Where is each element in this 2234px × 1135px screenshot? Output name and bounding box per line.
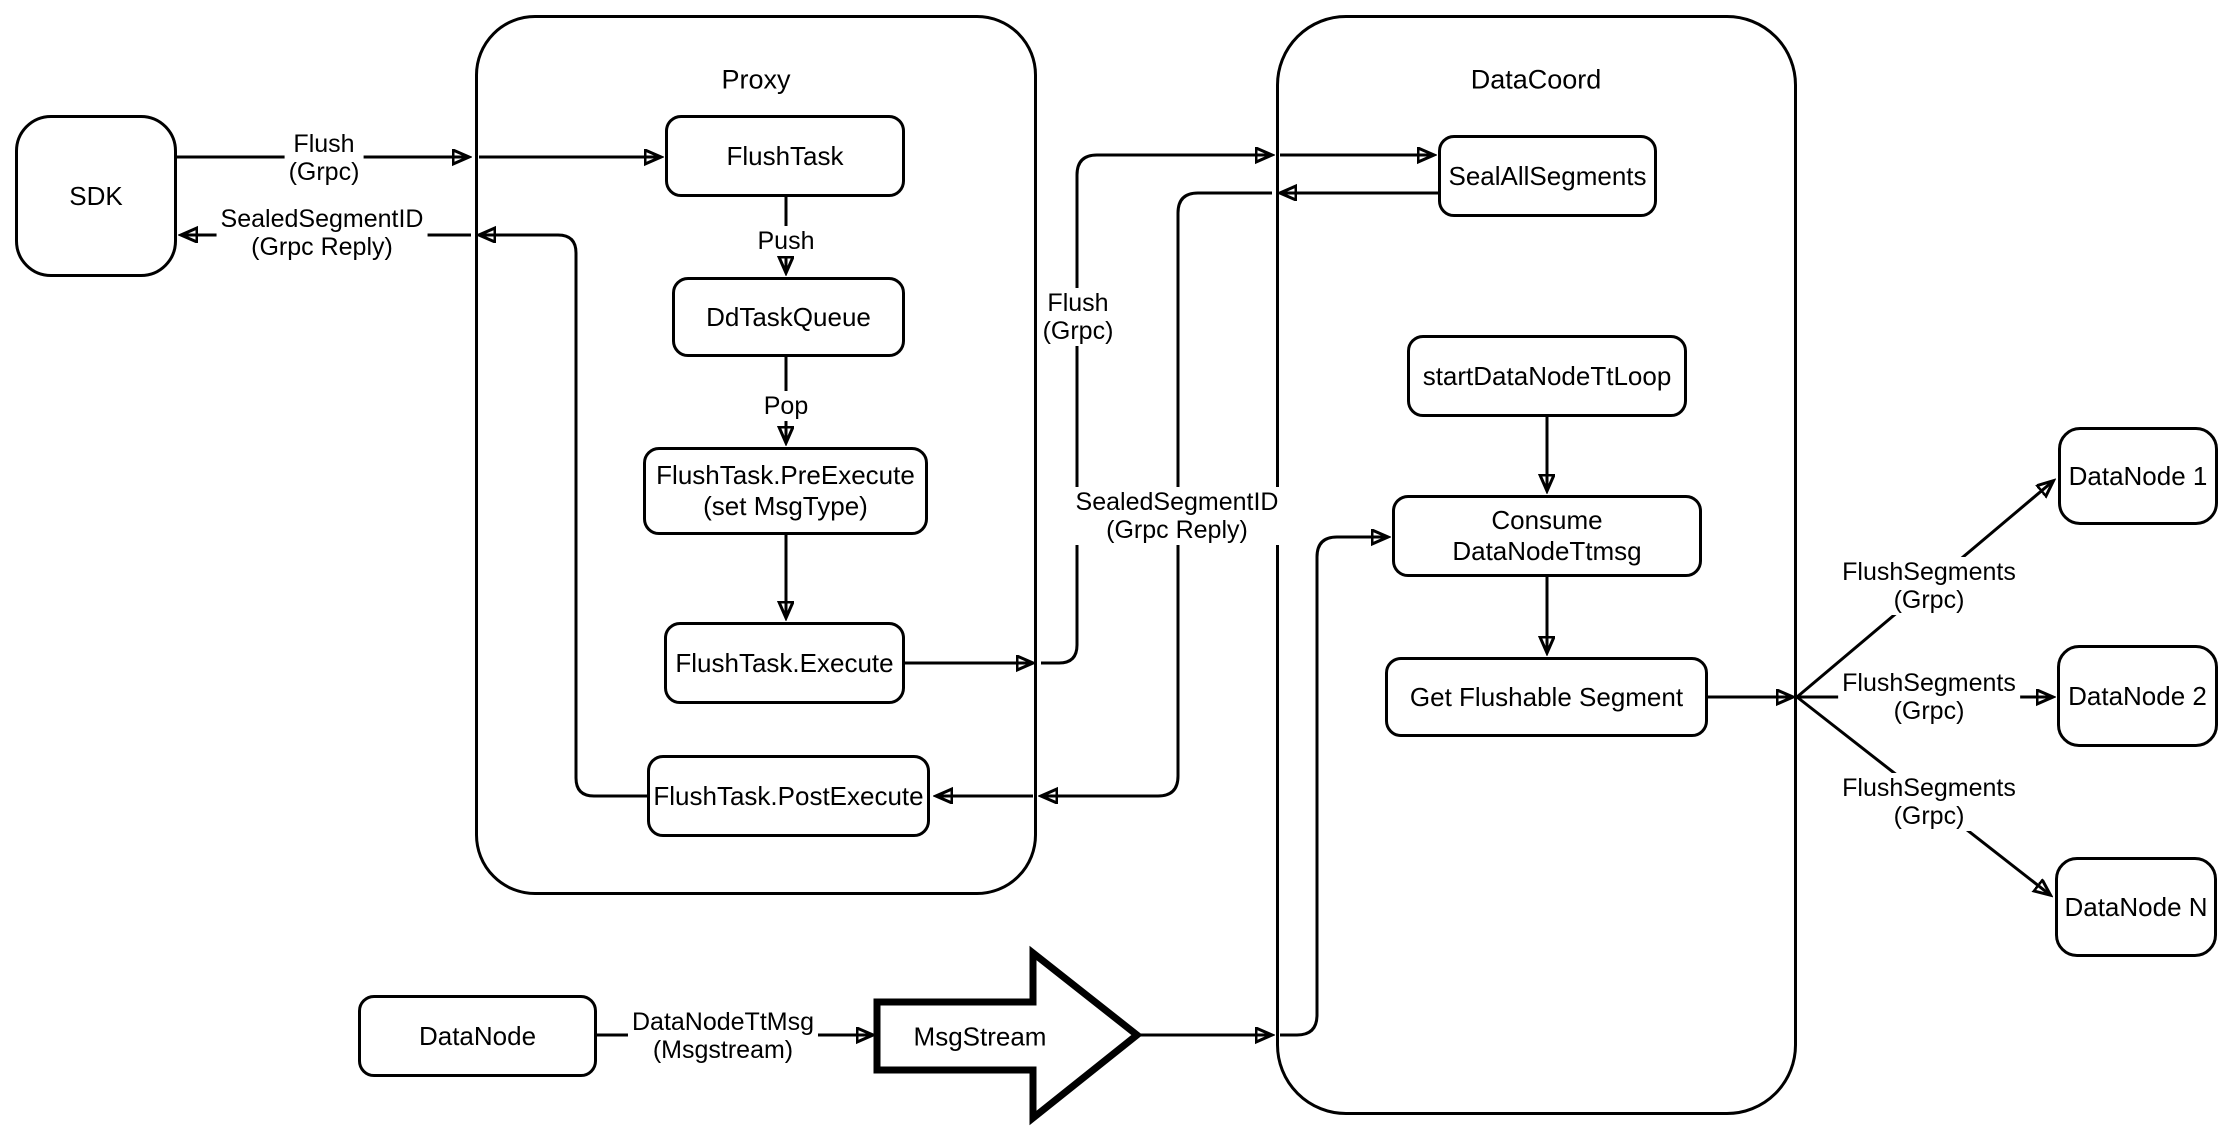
- edge-label-flushsegments-3: FlushSegments (Grpc): [1838, 773, 2020, 831]
- edge-label-push: Push: [753, 226, 819, 256]
- container-proxy: [475, 15, 1037, 895]
- node-datanode-1-label: DataNode 1: [2068, 460, 2208, 491]
- container-datacoord-label: DataCoord: [1470, 64, 1602, 95]
- container-datacoord: [1276, 15, 1797, 1115]
- node-consumedatanodettmsg-label: Consume DataNodeTtmsg: [1452, 505, 1642, 566]
- msgstream-arrow-shape: [873, 945, 1143, 1126]
- node-preexecute-line2: (set MsgType): [703, 491, 868, 521]
- edge-label-pop: Pop: [759, 391, 813, 421]
- node-sealallsegments: SealAllSegments: [1438, 135, 1657, 217]
- edge-flush-up-to-datacoord: [1041, 155, 1270, 665]
- node-ddtaskqueue-label: DdTaskQueue: [706, 301, 871, 332]
- edge-ttmsg-up-to-consume: [1280, 537, 1386, 1037]
- node-preexecute-label: FlushTask.PreExecute (set MsgType): [656, 460, 915, 522]
- edge-label-sdk-flush: Flush (Grpc): [284, 129, 364, 187]
- node-preexecute-line1: FlushTask.PreExecute: [656, 460, 915, 490]
- node-execute-label: FlushTask.Execute: [675, 647, 894, 678]
- container-proxy-label: Proxy: [721, 64, 791, 95]
- node-postexecute-label: FlushTask.PostExecute: [653, 780, 924, 811]
- node-execute: FlushTask.Execute: [664, 622, 905, 704]
- node-postexecute: FlushTask.PostExecute: [647, 755, 930, 837]
- node-sdk: SDK: [15, 115, 177, 277]
- node-datanode-2-label: DataNode 2: [2068, 680, 2207, 711]
- msgstream-label: MsgStream: [913, 1021, 1047, 1052]
- edge-postexecute-to-proxy-boundary: [481, 235, 647, 798]
- edge-label-flushsegments-1: FlushSegments (Grpc): [1838, 557, 2020, 615]
- node-getflushablesegment-label: Get Flushable Segment: [1409, 681, 1684, 712]
- edge-label-mid-flush: Flush (Grpc): [1038, 288, 1118, 346]
- node-startdatanodettloop: startDataNodeTtLoop: [1407, 335, 1687, 417]
- edge-label-datanodettmsg: DataNodeTtMsg (Msgstream): [627, 1007, 819, 1065]
- node-preexecute: FlushTask.PreExecute (set MsgType): [643, 447, 928, 535]
- node-flushtask-label: FlushTask: [726, 140, 844, 171]
- node-flushtask: FlushTask: [665, 115, 905, 197]
- node-sdk-label: SDK: [69, 180, 123, 211]
- node-datanode-2: DataNode 2: [2057, 645, 2218, 747]
- edge-label-sdk-reply: SealedSegmentID (Grpc Reply): [216, 204, 428, 262]
- node-datanode-n-label: DataNode N: [2064, 891, 2208, 922]
- node-datanode-n: DataNode N: [2055, 857, 2217, 957]
- node-startdatanodettloop-label: startDataNodeTtLoop: [1422, 360, 1672, 391]
- edge-label-mid-reply: SealedSegmentID (Grpc Reply): [1071, 487, 1283, 545]
- node-sealallsegments-label: SealAllSegments: [1448, 160, 1647, 191]
- node-getflushablesegment: Get Flushable Segment: [1385, 657, 1708, 737]
- node-datanode-1: DataNode 1: [2058, 427, 2218, 525]
- node-consumedatanodettmsg: Consume DataNodeTtmsg: [1392, 495, 1702, 577]
- node-ddtaskqueue: DdTaskQueue: [672, 277, 905, 357]
- edge-label-flushsegments-2: FlushSegments (Grpc): [1838, 668, 2020, 726]
- node-datanode-bottom-label: DataNode: [418, 1020, 537, 1051]
- node-datanode-bottom: DataNode: [358, 995, 597, 1077]
